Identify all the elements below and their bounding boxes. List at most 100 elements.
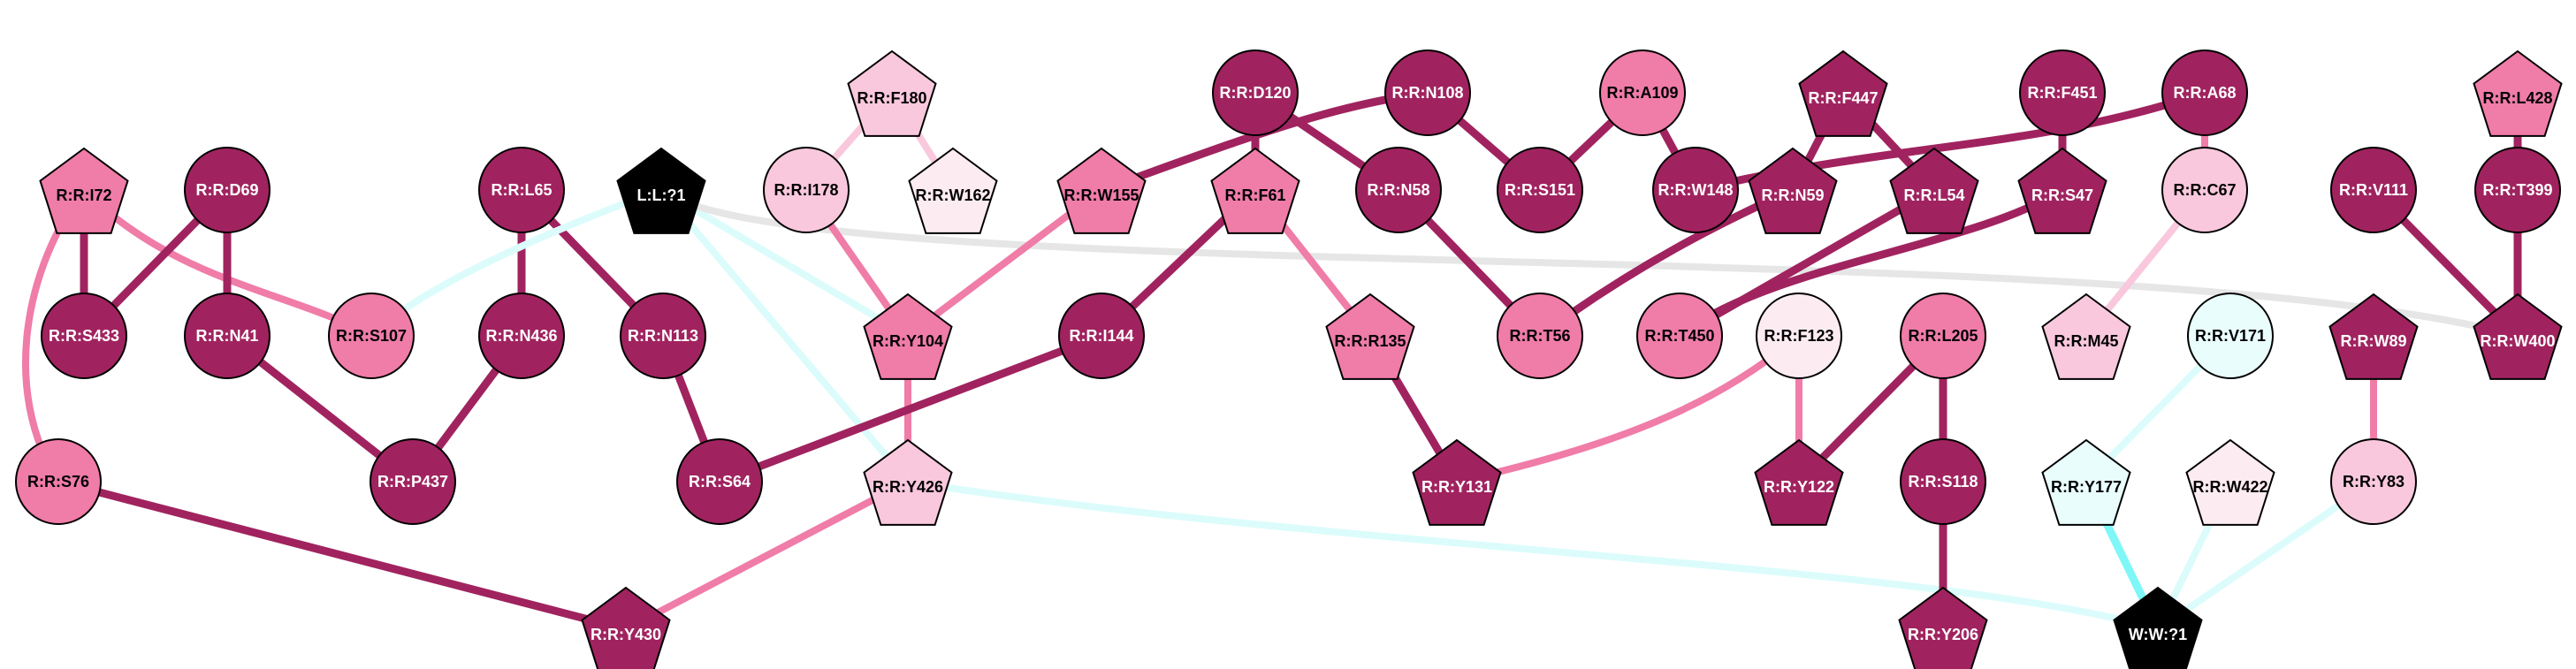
edge-i144-s64 [718,331,1103,486]
node-t450[interactable]: R:R:T450 [1636,293,1723,379]
node-circle-shape [763,147,850,233]
node-label: R:R:M45 [2054,332,2118,350]
node-y131[interactable]: R:R:Y131 [1412,438,1502,526]
node-label: R:R:D69 [195,181,258,199]
node-n59[interactable]: R:R:N59 [1748,147,1838,234]
node-w400[interactable]: R:R:W400 [2473,293,2563,380]
node-s433[interactable]: R:R:S433 [41,293,127,379]
node-y104[interactable]: R:R:Y104 [863,293,953,380]
node-f180[interactable]: R:R:F180 [847,49,937,137]
node-y430[interactable]: R:R:Y430 [581,586,671,669]
node-s47[interactable]: R:R:S47 [2017,147,2107,234]
node-f447[interactable]: R:R:F447 [1798,49,1888,137]
node-label: R:R:I178 [774,181,838,199]
node-r135[interactable]: R:R:R135 [1325,293,1415,380]
node-p437[interactable]: R:R:P437 [370,438,456,525]
edge-y426-y430 [624,478,910,633]
node-a109[interactable]: R:R:A109 [1599,49,1686,136]
node-d120[interactable]: R:R:D120 [1212,49,1299,136]
node-l1[interactable]: L:L:?1 [616,147,706,234]
node-circle-shape [1652,147,1739,233]
node-label: R:R:Y83 [2343,473,2405,490]
node-label: R:R:L65 [491,181,552,199]
node-pentagon-shape [2113,586,2203,669]
node-v111[interactable]: R:R:V111 [2330,147,2417,233]
node-f61[interactable]: R:R:F61 [1210,147,1300,234]
node-c67[interactable]: R:R:C67 [2161,147,2248,233]
node-d69[interactable]: R:R:D69 [184,147,271,233]
node-label: R:R:V111 [2339,181,2408,199]
node-circle-shape [1384,49,1471,136]
edge-y83-w1 [2155,478,2376,633]
node-y177[interactable]: R:R:Y177 [2041,438,2131,526]
node-circle-shape [2161,147,2248,233]
node-w162[interactable]: R:R:W162 [908,147,998,234]
node-s118[interactable]: R:R:S118 [1900,438,1986,525]
node-label: R:R:Y131 [1421,478,1492,496]
node-circle-shape [1497,147,1583,233]
node-label: R:R:Y177 [2051,478,2122,496]
node-s64[interactable]: R:R:S64 [676,438,763,525]
node-circle-shape [620,293,706,379]
node-label: R:R:A68 [2173,84,2236,102]
node-circle-shape [328,293,415,379]
node-pentagon-shape [1889,147,1979,234]
node-l428[interactable]: R:R:L428 [2473,49,2563,137]
node-w148[interactable]: R:R:W148 [1652,147,1739,233]
node-label: R:R:W148 [1658,181,1733,199]
node-s151[interactable]: R:R:S151 [1497,147,1583,233]
node-circle-shape [2330,438,2417,525]
node-pentagon-shape [2041,438,2131,526]
node-n108[interactable]: R:R:N108 [1384,49,1471,136]
node-y83[interactable]: R:R:Y83 [2330,438,2417,525]
edge-l1-y104 [659,186,911,339]
node-circle-shape [15,438,102,525]
node-circle-shape [1900,293,1986,379]
node-label: R:R:F123 [1764,327,1833,345]
node-label: R:R:T399 [2482,181,2552,199]
node-y122[interactable]: R:R:Y122 [1754,438,1844,526]
node-circle-shape [184,293,271,379]
node-a68[interactable]: R:R:A68 [2161,49,2248,136]
node-i178[interactable]: R:R:I178 [763,147,850,233]
node-circle-shape [2330,147,2417,233]
node-l65[interactable]: R:R:L65 [478,147,565,233]
node-circle-shape [478,293,565,379]
node-label: R:R:W155 [1063,186,1139,204]
node-t399[interactable]: R:R:T399 [2474,147,2561,233]
node-n436[interactable]: R:R:N436 [478,293,565,379]
node-label: R:R:S151 [1505,181,1575,199]
node-n41[interactable]: R:R:N41 [184,293,271,379]
node-label: R:R:N59 [1761,186,1824,204]
node-w1[interactable]: W:W:?1 [2113,586,2203,669]
node-w155[interactable]: R:R:W155 [1056,147,1147,234]
node-f451[interactable]: R:R:F451 [2019,49,2106,136]
node-y426[interactable]: R:R:Y426 [863,438,953,526]
node-l205[interactable]: R:R:L205 [1900,293,1986,379]
node-s76[interactable]: R:R:S76 [15,438,102,525]
node-label: R:R:N41 [195,327,258,345]
node-pentagon-shape [1056,147,1147,234]
node-w89[interactable]: R:R:W89 [2328,293,2419,380]
node-y206[interactable]: R:R:Y206 [1898,586,1988,669]
node-v171[interactable]: R:R:V171 [2187,293,2274,379]
node-n113[interactable]: R:R:N113 [620,293,706,379]
node-label: R:R:Y122 [1764,478,1834,496]
node-l54[interactable]: R:R:L54 [1889,147,1979,234]
node-circle-shape [1212,49,1299,136]
node-f123[interactable]: R:R:F123 [1756,293,1842,379]
node-m45[interactable]: R:R:M45 [2041,293,2131,380]
node-label: R:R:L205 [1908,327,1978,345]
node-label: R:R:W400 [2480,332,2555,350]
node-i144[interactable]: R:R:I144 [1058,293,1145,379]
node-label: R:R:F61 [1224,186,1285,204]
node-pentagon-shape [616,147,706,234]
node-label: R:R:Y426 [873,478,943,496]
node-i72[interactable]: R:R:I72 [39,147,129,234]
node-s107[interactable]: R:R:S107 [328,293,415,379]
node-pentagon-shape [1798,49,1888,137]
node-n58[interactable]: R:R:N58 [1355,147,1442,233]
node-w422[interactable]: R:R:W422 [2185,438,2275,526]
node-t56[interactable]: R:R:T56 [1497,293,1583,379]
node-pentagon-shape [908,147,998,234]
